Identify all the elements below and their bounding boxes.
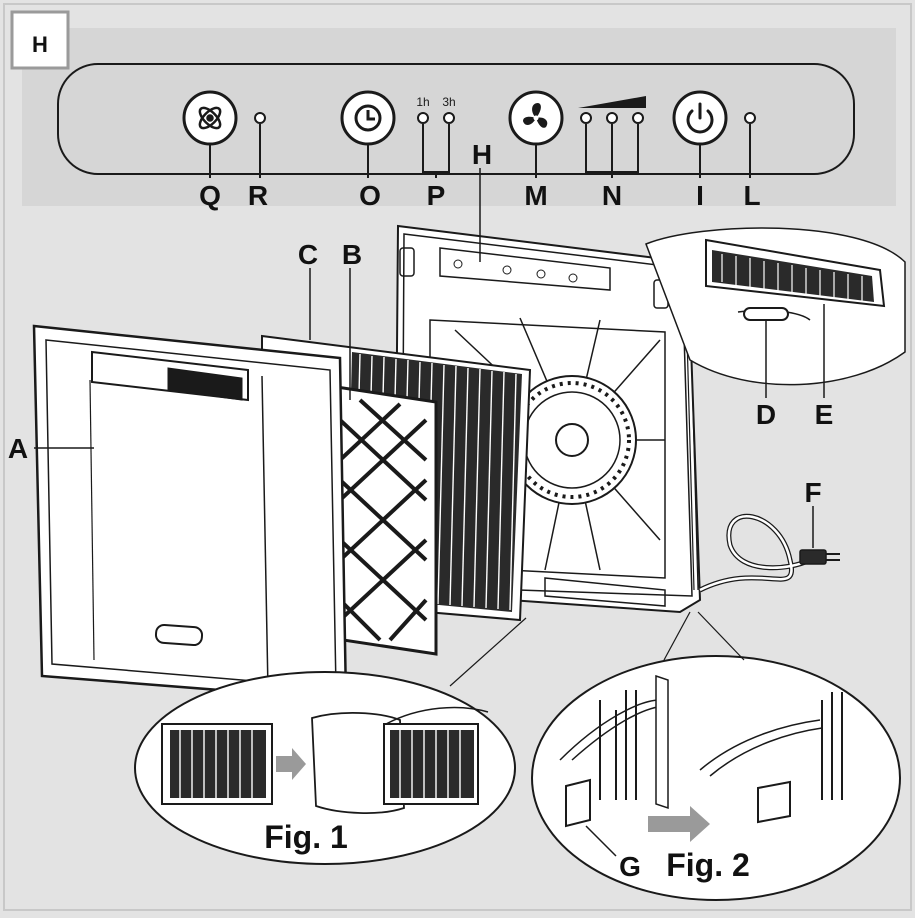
timer-icon — [354, 104, 382, 132]
brand-logo-icon — [154, 623, 204, 647]
fig2-caption: Fig. 2 — [666, 847, 750, 883]
power-icon — [686, 102, 714, 134]
arrow-right-icon — [276, 748, 306, 780]
fig1-bubble: Fig. 1 — [134, 671, 516, 865]
label-a: A — [8, 433, 28, 464]
speed-led-1 — [580, 112, 592, 124]
fan-icon — [523, 103, 548, 128]
label-d: D — [756, 399, 776, 430]
ionizer-button[interactable] — [182, 90, 238, 146]
label-n: N — [602, 180, 622, 211]
label-e: E — [815, 399, 834, 430]
fig2-callout-line — [663, 611, 691, 661]
section-tab-label: H — [32, 32, 48, 57]
label-g: G — [619, 851, 641, 882]
timer-1h-led — [417, 112, 429, 124]
fig1-caption: Fig. 1 — [264, 819, 348, 855]
panel-band — [22, 28, 896, 206]
detail-bubble-de — [645, 227, 906, 398]
panel-leaders — [209, 124, 751, 178]
label-q: Q — [199, 180, 221, 211]
power-cord — [698, 506, 840, 593]
fig1-callout-line — [449, 617, 527, 687]
section-tab: H — [10, 10, 70, 70]
fig2-callout-line-b — [697, 611, 745, 661]
label-m: M — [524, 180, 547, 211]
pre-filter — [328, 384, 438, 656]
power-led — [744, 112, 756, 124]
speed-led-3 — [632, 112, 644, 124]
label-o: O — [359, 180, 381, 211]
label-i: I — [696, 180, 704, 211]
label-c: C — [298, 239, 318, 270]
part-leaders — [34, 168, 481, 449]
label-b: B — [342, 239, 362, 270]
timer-3h-led — [443, 112, 455, 124]
label-h: H — [472, 139, 492, 170]
timer-button[interactable] — [340, 90, 396, 146]
ionizer-led — [254, 112, 266, 124]
timer-3h-label: 3h — [442, 95, 455, 109]
speed-wedge-icon — [578, 96, 646, 108]
arrow-right-icon-2 — [648, 806, 710, 842]
fan-speed-button[interactable] — [508, 90, 564, 146]
power-button[interactable] — [672, 90, 728, 146]
label-r: R — [248, 180, 268, 211]
timer-1h-label: 1h — [416, 95, 429, 109]
label-l: L — [743, 180, 760, 211]
fig2-bubble: Fig. 2 — [531, 655, 901, 901]
control-panel — [57, 63, 855, 175]
label-f: F — [804, 477, 821, 508]
front-cover — [32, 324, 348, 702]
label-p: P — [427, 180, 446, 211]
speed-led-2 — [606, 112, 618, 124]
ionizer-icon — [198, 106, 222, 130]
